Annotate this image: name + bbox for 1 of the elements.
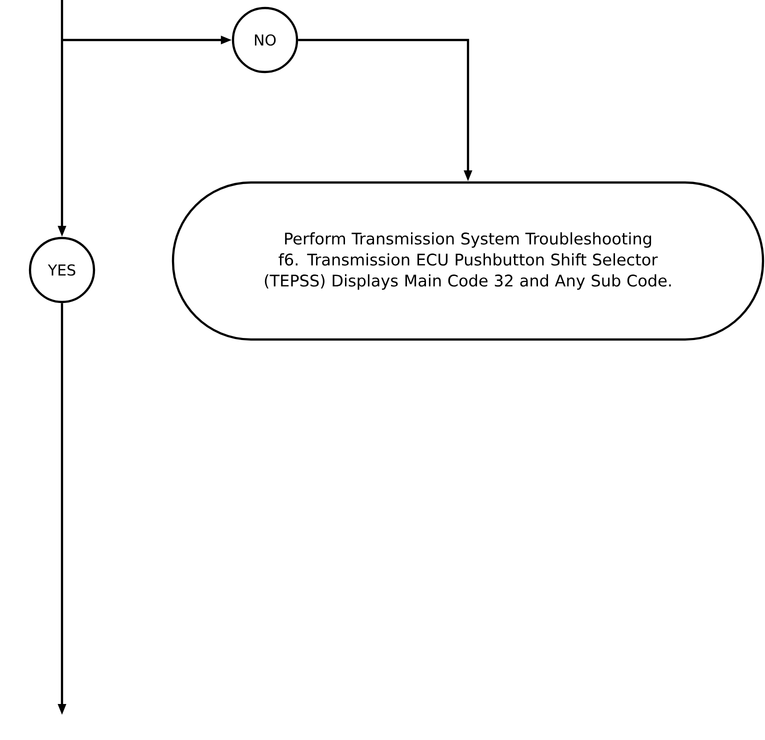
terminal-box: Perform Transmission System Troubleshooting f6. Transmission ECU Pushbutton Shift Selector (TEPSS) Displays Main Code 32 and Any Sub Code. (172, 181, 764, 341)
